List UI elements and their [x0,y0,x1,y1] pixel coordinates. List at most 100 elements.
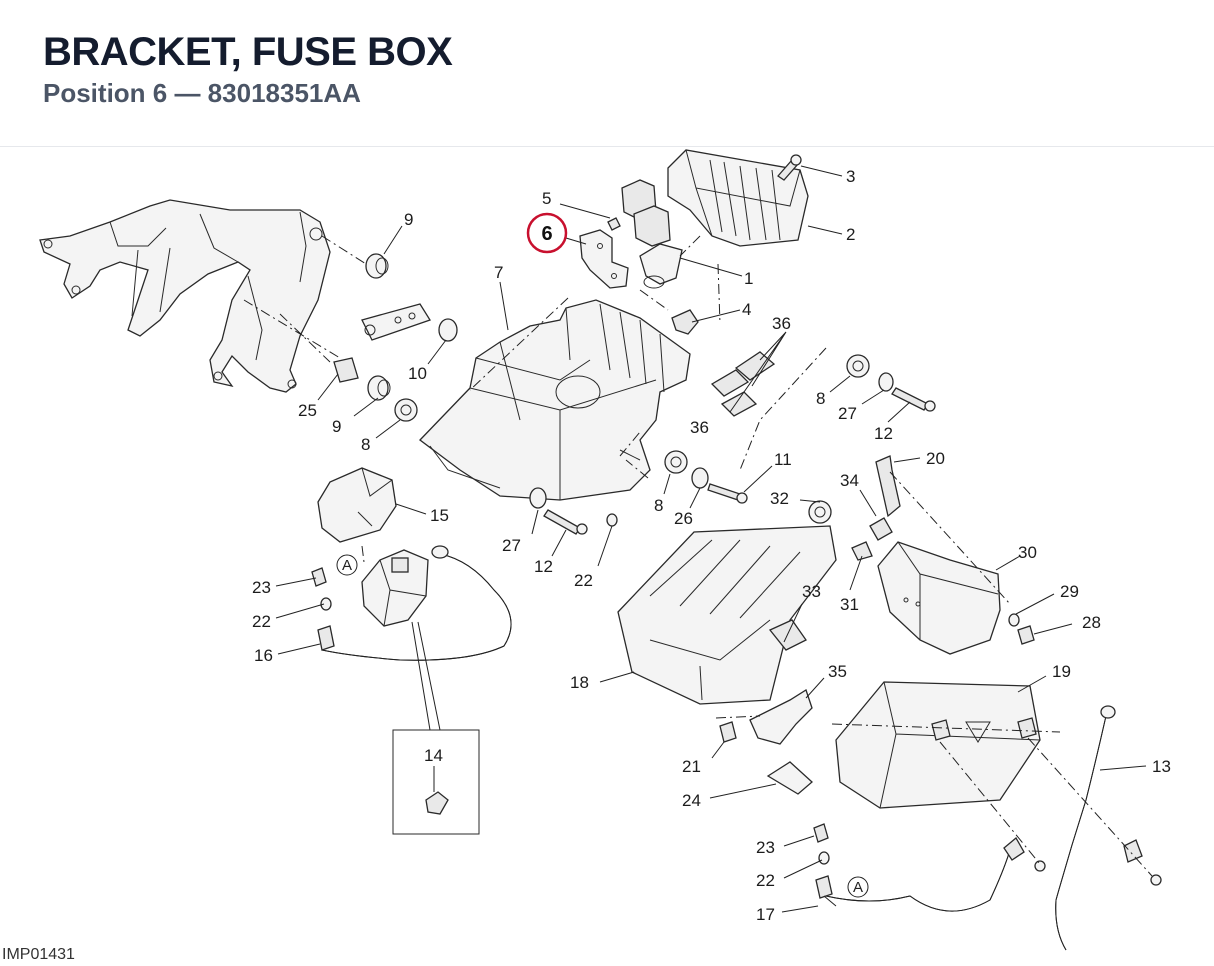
starter-relay-part [361,549,429,627]
callout-24: 24 [682,791,701,810]
bolt-terminal-right [1150,874,1162,886]
battery-part-19 [835,681,1041,809]
callout-36-b: 36 [690,418,709,437]
callout-36-a: 36 [772,314,791,333]
highlighted-callout-6-label: 6 [541,223,552,245]
callout-25: 25 [298,401,317,420]
callout-32: 32 [770,489,789,508]
battery-tray-part-18 [617,525,837,705]
screw-part-5 [607,217,621,231]
callout-18: 18 [570,673,589,692]
connector-ref-a-upper: A [336,554,358,576]
bolt-part-12-b [891,387,936,412]
bolt-part-11 [707,483,748,504]
fuse-detail-box [392,621,480,835]
bolt-terminal-left [1034,860,1046,872]
connector-ref-a-upper-label: A [342,557,352,574]
callout-23-b: 23 [756,838,775,857]
callout-22-a: 22 [252,612,271,631]
callout-13: 13 [1152,757,1171,776]
clip-part-31 [851,541,873,561]
washer-part-27-a [529,487,547,509]
cover-part-30 [877,541,1001,655]
page-subtitle: Position 6 — 83018351AA [43,78,361,108]
rubber-bushing-part-9-lower [367,375,391,401]
page-title: BRACKET, FUSE BOX [43,30,453,74]
callout-10: 10 [408,364,427,383]
callout-8-b: 8 [654,496,663,515]
strap-part-24 [766,761,813,795]
callout-21: 21 [682,757,701,776]
pad-part-33 [768,619,807,651]
clip-part-34 [869,517,893,541]
adhesive-pad-part-36 [710,351,776,417]
nut-part-32 [808,500,832,524]
callout-12-a: 12 [534,557,553,576]
fuse-box-body [419,299,691,501]
connector-ref-a-lower: A [847,876,869,898]
bracket-fuse-box-part-6 [579,229,629,289]
callout-26: 26 [674,509,693,528]
callout-22-c: 22 [756,871,775,890]
callout-34: 34 [840,471,859,490]
callout-17: 17 [756,905,775,924]
callout-2: 2 [846,225,855,244]
page-header: BRACKET, FUSE BOX Position 6 — 83018351A… [0,0,1214,147]
callout-8-c: 8 [816,389,825,408]
linkage-part-10 [361,303,458,342]
bracket-part-35 [749,689,813,745]
holder-part-1 [639,243,683,289]
clip-part-4 [671,309,699,335]
callout-3: 3 [846,167,855,186]
washer-part-22-b [818,851,830,865]
callout-9-b: 9 [332,417,341,436]
callout-7: 7 [494,263,503,282]
terminal-part-16 [317,625,335,651]
cable-part-17 [815,837,1025,912]
callout-16: 16 [254,646,273,665]
callout-31: 31 [840,595,859,614]
callout-29: 29 [1060,582,1079,601]
callout-27-b: 27 [838,404,857,423]
washer-part-22-a [320,597,332,611]
nut-part-8-a [394,398,418,422]
callout-8-a: 8 [361,435,370,454]
highlighted-callout-6[interactable]: 6 [526,212,568,254]
frame-part [39,199,331,393]
nut-part-25 [333,357,359,383]
washer-part-22-mid [606,513,618,527]
callout-30: 30 [1018,543,1037,562]
callout-27-a: 27 [502,536,521,555]
callout-20: 20 [926,449,945,468]
screw-part-21 [719,721,737,743]
callout-14: 14 [424,746,443,765]
callout-35: 35 [828,662,847,681]
washer-part-29 [1008,613,1020,627]
connector-block-upper [621,179,671,247]
callout-33: 33 [802,582,821,601]
screw-part-28 [1017,625,1035,645]
bolt-part-12-a [543,509,588,535]
washer-part-26 [691,467,709,489]
callout-12-b: 12 [874,424,893,443]
callout-9-a: 9 [404,210,413,229]
connector-ref-a-lower-label: A [853,879,863,896]
callout-23-a: 23 [252,578,271,597]
callout-11: 11 [774,450,792,469]
screw-part-23-b [813,823,829,843]
callout-5: 5 [542,189,551,208]
relay-cover-part-15 [317,467,397,543]
cable-part-13 [1055,705,1143,951]
callout-labels: 1 2 3 4 5 7 8 8 8 9 9 10 11 12 12 13 14 … [252,167,1171,924]
callout-22-b: 22 [574,571,593,590]
nut-part-8-c [846,354,870,378]
bracket-part-20 [875,455,901,518]
regulator-part [667,149,809,247]
screw-part-3 [777,154,802,181]
nut-part-8-b [664,450,688,474]
callout-4: 4 [742,300,751,319]
rubber-bushing-part-9-upper [365,253,389,279]
callout-19: 19 [1052,662,1071,681]
screw-part-23-a [311,567,327,587]
